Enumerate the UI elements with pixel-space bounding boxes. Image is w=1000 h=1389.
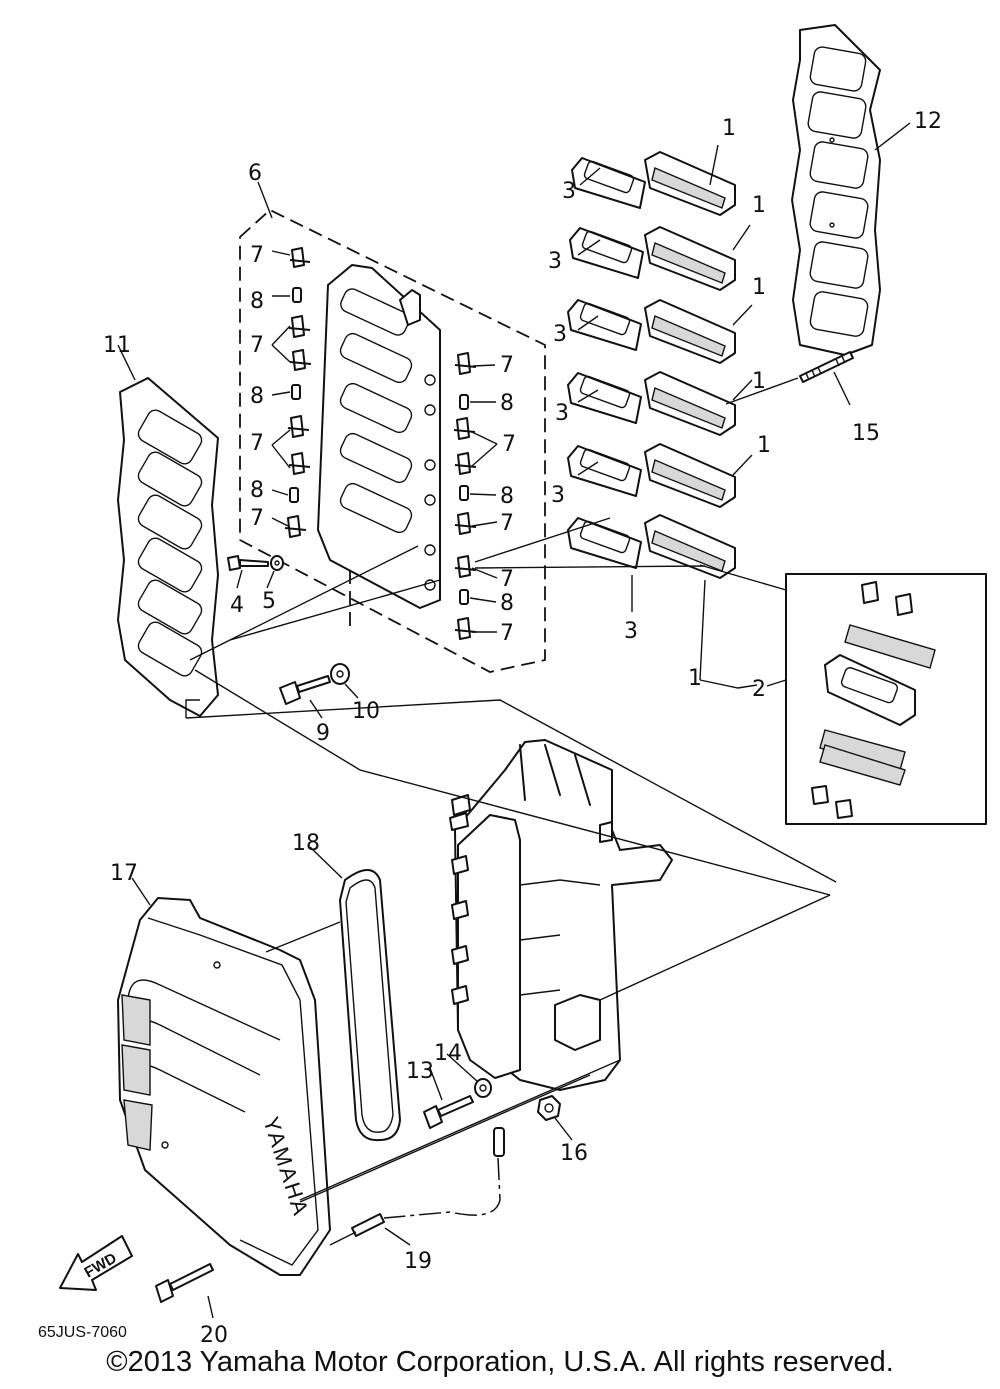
callout-3: 3 [551,483,565,508]
callout-15: 15 [852,421,880,446]
callout-1: 1 [688,666,702,691]
reed-valve-detail-box [785,573,987,825]
bolt-4 [227,555,269,571]
callout-8: 8 [500,391,514,416]
intake-manifold [449,739,673,1091]
callout-1: 1 [752,193,766,218]
callout-3: 3 [624,619,638,644]
gasket-11 [117,377,219,717]
connector-lines [185,377,837,1246]
dashed-connectors [349,570,501,1219]
callout-11: 11 [103,333,131,358]
bolt-20 [155,1263,214,1303]
callout-2: 2 [752,677,766,702]
callout-16: 16 [560,1141,588,1166]
callout-labels: 1 1 1 1 1 1 2 3 3 3 3 3 3 4 5 6 7 7 7 7 … [103,109,942,1348]
callout-7: 7 [500,621,514,646]
callout-9: 9 [316,721,330,746]
callout-18: 18 [292,831,320,856]
callout-1: 1 [752,369,766,394]
callout-8: 8 [250,478,264,503]
callout-7: 7 [500,511,514,536]
callout-7: 7 [500,567,514,592]
callout-1: 1 [752,275,766,300]
hose-19 [351,1213,385,1237]
callout-7: 7 [250,506,264,531]
callout-8: 8 [500,591,514,616]
reed-block-assembly-6 [239,208,546,673]
washer-10 [330,663,350,685]
callout-7: 7 [500,353,514,378]
silencer-cover-17: YAMAHA [117,897,331,1276]
callout-leaders [117,122,911,1319]
callout-1: 1 [722,116,736,141]
callout-6: 6 [248,161,262,186]
stud-15 [799,351,854,383]
callout-13: 13 [406,1059,434,1084]
callout-10: 10 [352,699,380,724]
callout-8: 8 [250,289,264,314]
reed-valve-stack [567,151,736,579]
callout-19: 19 [404,1249,432,1274]
callout-7: 7 [250,431,264,456]
callout-20: 20 [200,1323,228,1348]
bolt-9 [279,675,331,705]
washer-5 [270,555,284,571]
callout-3: 3 [553,322,567,347]
callout-3: 3 [555,401,569,426]
gasket-12 [791,24,881,356]
callout-3: 3 [562,179,576,204]
callout-1: 1 [757,433,771,458]
fwd-arrow-icon: FWD [59,1235,133,1291]
callout-14: 14 [434,1041,462,1066]
dowel-pin [493,1127,505,1157]
callout-17: 17 [110,861,138,886]
nut-16 [537,1095,561,1121]
callout-7: 7 [502,432,516,457]
washer-14 [474,1078,492,1098]
callout-3: 3 [548,249,562,274]
callout-12: 12 [914,109,942,134]
callout-5: 5 [262,589,276,614]
copyright-notice: ©2013 Yamaha Motor Corporation, U.S.A. A… [106,1346,894,1378]
callout-8: 8 [250,384,264,409]
o-ring-18 [339,869,401,1142]
callout-7: 7 [250,333,264,358]
bolt-13 [423,1095,474,1129]
callout-7: 7 [250,243,264,268]
callout-4: 4 [230,593,244,618]
diagram-code: 65JUS-7060 [38,1324,127,1341]
callout-8: 8 [500,484,514,509]
